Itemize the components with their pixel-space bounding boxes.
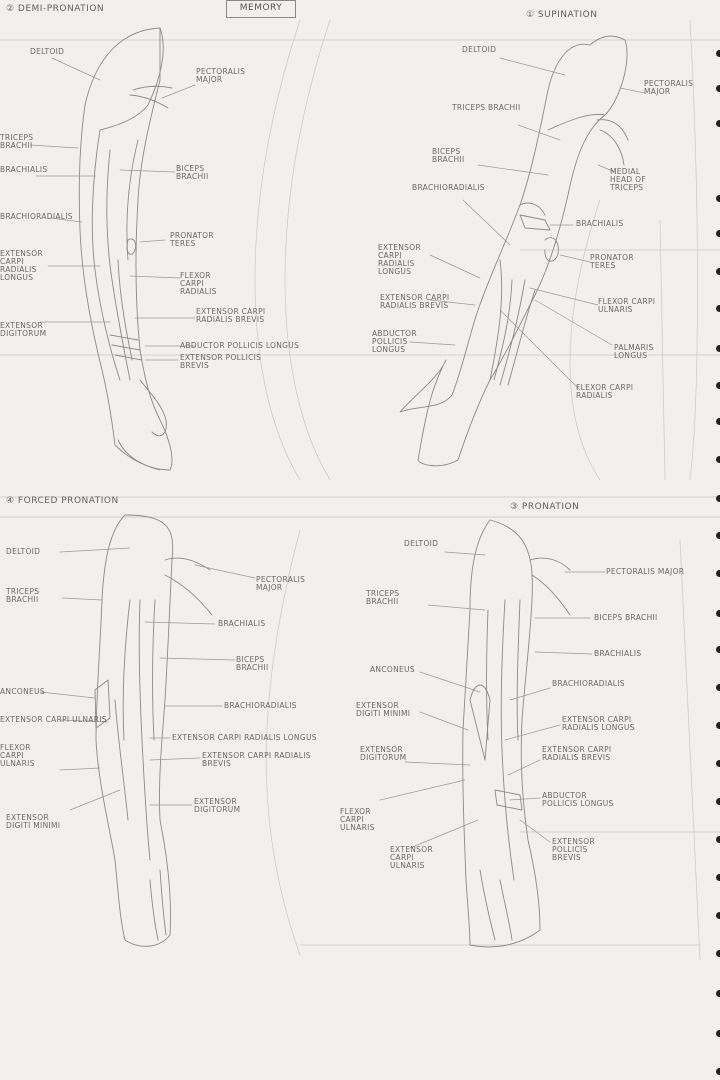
label-medial-head-of-triceps: MEDIAL HEAD OF TRICEPS	[610, 167, 646, 192]
label-extensor-digitorum: EXTENSOR DIGITORUM	[194, 797, 241, 814]
label-triceps-brachii: TRICEPS BRACHII	[366, 589, 400, 606]
label-anconeus: ANCONEUS	[370, 665, 415, 674]
label-extensor-pollicis-brevis: EXTENSOR POLLICIS BREVIS	[552, 837, 595, 862]
label-palmaris-longus: PALMARIS LONGUS	[614, 343, 654, 360]
label-triceps-brachii: TRICEPS BRACHII	[0, 133, 34, 150]
label-pectoralis-major: PECTORALIS MAJOR	[196, 67, 246, 84]
label-deltoid: DELTOID	[462, 45, 497, 54]
label-brachialis: BRACHIALIS	[0, 165, 48, 174]
spiral-hole	[716, 382, 720, 389]
label-extensor-carpi-radialis-longus: EXTENSOR CARPI RADIALIS LONGUS	[562, 715, 635, 732]
panel-title-demi-pronation: ② DEMI-PRONATION	[6, 4, 105, 14]
label-brachialis: BRACHIALIS	[218, 619, 266, 628]
spiral-hole	[716, 345, 720, 352]
label-brachialis: BRACHIALIS	[594, 649, 642, 658]
spiral-hole	[716, 532, 720, 539]
spiral-hole	[716, 874, 720, 881]
label-pronator-teres: PRONATOR TERES	[590, 253, 634, 270]
spiral-hole	[716, 195, 720, 202]
label-extensor-carpi-ulnaris: EXTENSOR CARPI ULNARIS	[0, 715, 107, 724]
spiral-hole	[716, 646, 720, 653]
label-deltoid: DELTOID	[30, 47, 65, 56]
label-pectoralis-major: PECTORALIS MAJOR	[606, 567, 685, 576]
spiral-hole	[716, 570, 720, 577]
panel-title-forced-pronation: ④ FORCED PRONATION	[6, 496, 119, 506]
spiral-hole	[716, 85, 720, 92]
spiral-binding	[710, 0, 720, 1080]
label-anconeus: ANCONEUS	[0, 687, 45, 696]
label-triceps-brachii: TRICEPS BRACHII	[452, 103, 521, 112]
spiral-hole	[716, 798, 720, 805]
arm-pronation	[462, 519, 571, 948]
label-brachioradialis: BRACHIORADIALIS	[552, 679, 625, 688]
memory-box: MEMORY	[226, 0, 296, 18]
label-deltoid: DELTOID	[404, 539, 439, 548]
spiral-hole	[716, 495, 720, 502]
label-flexor-carpi-radialis: FLEXOR CARPI RADIALIS	[576, 383, 634, 400]
spiral-hole	[716, 1068, 720, 1075]
label-triceps-brachii: TRICEPS BRACHII	[6, 587, 40, 604]
spiral-hole	[716, 610, 720, 617]
spiral-hole	[716, 268, 720, 275]
label-flexor-carpi-radialis: FLEXOR CARPI RADIALIS	[180, 271, 217, 296]
label-extensor-carpi-radialis-longus: EXTENSOR CARPI RADIALIS LONGUS	[0, 249, 43, 282]
spiral-hole	[716, 418, 720, 425]
arm-forced-pronation	[94, 514, 213, 947]
label-abductor-pollicis-longus: ABDUCTOR POLLICIS LONGUS	[542, 791, 614, 808]
panel-title-pronation: ③ PRONATION	[510, 502, 580, 512]
label-extensor-carpi-ulnaris: EXTENSOR CARPI ULNARIS	[390, 845, 433, 870]
label-biceps-brachii: BICEPS BRACHII	[236, 655, 269, 672]
label-flexor-carpi-ulnaris: FLEXOR CARPI ULNARIS	[598, 297, 656, 314]
spiral-hole	[716, 950, 720, 957]
spiral-hole	[716, 990, 720, 997]
label-extensor-pollicis-brevis: EXTENSOR POLLICIS BREVIS	[180, 353, 262, 370]
label-abductor-pollicis-longus: ABDUCTOR POLLICIS LONGUS	[372, 329, 417, 354]
label-flexor-carpi-ulnaris: FLEXOR CARPI ULNARIS	[0, 743, 35, 768]
label-pectoralis-major: PECTORALIS MAJOR	[644, 79, 694, 96]
spiral-hole	[716, 836, 720, 843]
label-deltoid: DELTOID	[6, 547, 41, 556]
label-brachioradialis: BRACHIORADIALIS	[0, 212, 73, 221]
spiral-hole	[716, 305, 720, 312]
spiral-hole	[716, 1030, 720, 1037]
spiral-hole	[716, 760, 720, 767]
label-biceps-brachii: BICEPS BRACHII	[432, 147, 465, 164]
label-extensor-digiti-minimi: EXTENSOR DIGITI MINIMI	[6, 813, 61, 830]
spiral-hole	[716, 684, 720, 691]
spiral-hole	[716, 912, 720, 919]
label-extensor-carpi-radialis-brevis: EXTENSOR CARPI RADIALIS BREVIS	[202, 751, 311, 768]
label-extensor-digiti-minimi: EXTENSOR DIGITI MINIMI	[356, 701, 411, 718]
label-brachioradialis: BRACHIORADIALIS	[412, 183, 485, 192]
spiral-hole	[716, 456, 720, 463]
spiral-hole	[716, 722, 720, 729]
label-pronator-teres: PRONATOR TERES	[170, 231, 214, 248]
label-flexor-carpi-ulnaris: FLEXOR CARPI ULNARIS	[340, 807, 375, 832]
spiral-hole	[716, 230, 720, 237]
label-abductor-pollicis-longus: ABDUCTOR POLLICIS LONGUS	[180, 341, 300, 350]
arm-supination	[399, 35, 629, 467]
label-extensor-carpi-radialis-longus: EXTENSOR CARPI RADIALIS LONGUS	[172, 733, 317, 742]
panel-title-supination: ① SUPINATION	[526, 10, 598, 20]
label-brachialis: BRACHIALIS	[576, 219, 624, 228]
spiral-hole	[716, 50, 720, 57]
label-extensor-carpi-radialis-brevis: EXTENSOR CARPI RADIALIS BREVIS	[542, 745, 612, 762]
leader-lines	[29, 57, 646, 849]
label-brachioradialis: BRACHIORADIALIS	[224, 701, 297, 710]
label-pectoralis-major: PECTORALIS MAJOR	[256, 575, 306, 592]
label-extensor-carpi-radialis-brevis: EXTENSOR CARPI RADIALIS BREVIS	[196, 307, 266, 324]
label-extensor-carpi-radialis-longus: EXTENSOR CARPI RADIALIS LONGUS	[378, 243, 421, 276]
label-biceps-brachii: BICEPS BRACHII	[594, 613, 658, 622]
label-biceps-brachii: BICEPS BRACHII	[176, 164, 209, 181]
spiral-hole	[716, 120, 720, 127]
arm-demi-pronation	[78, 27, 173, 471]
label-extensor-digitorum: EXTENSOR DIGITORUM	[0, 321, 47, 338]
label-extensor-digitorum: EXTENSOR DIGITORUM	[360, 745, 407, 762]
label-extensor-carpi-radialis-brevis: EXTENSOR CARPI RADIALIS BREVIS	[380, 293, 450, 310]
